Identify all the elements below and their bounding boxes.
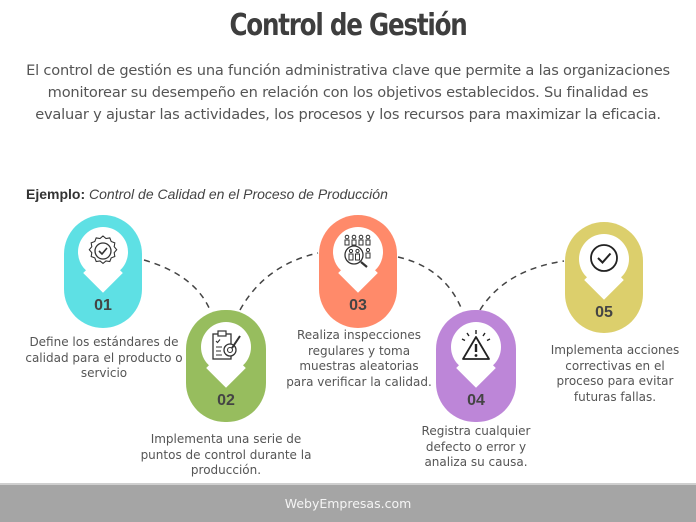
clipboard-gear-icon (212, 330, 241, 360)
step-05-description: Implementa acciones correctivas en el pr… (550, 343, 680, 404)
quality-badge-check-icon (88, 235, 118, 265)
example-label: Ejemplo: (26, 186, 86, 202)
step-04-description: Registra cualquier defecto o error y ana… (421, 424, 531, 469)
step-number: 04 (467, 392, 485, 409)
step-04-marker: 04 (436, 310, 516, 422)
step-02-description: Implementa una serie de puntos de contro… (140, 432, 312, 477)
footer-site-link[interactable]: WebyEmpresas.com (284, 496, 412, 511)
page-title: Control de Gestión (229, 8, 467, 43)
footer-bar: WebyEmpresas.com (0, 483, 696, 522)
step-03-description: Realiza inspecciones regulares y toma mu… (286, 328, 432, 389)
step-02-marker: 02 (186, 310, 266, 422)
example-heading: Ejemplo: Control de Calidad en el Proces… (26, 186, 388, 202)
step-01-marker: 01 (64, 215, 142, 328)
step-05-marker: 05 (565, 222, 643, 333)
example-text: Control de Calidad en el Proceso de Prod… (89, 186, 388, 202)
people-magnifier-icon (344, 234, 371, 268)
intro-paragraph: El control de gestión es una función adm… (26, 62, 670, 123)
step-number: 02 (217, 392, 235, 409)
warning-alert-icon (461, 330, 491, 360)
step-number: 03 (349, 297, 367, 314)
check-circle-icon (590, 244, 618, 272)
step-03-marker: 03 (319, 215, 397, 328)
step-number: 01 (94, 297, 112, 314)
step-number: 05 (595, 304, 613, 321)
step-01-description: Define los estándares de calidad para el… (25, 335, 183, 380)
